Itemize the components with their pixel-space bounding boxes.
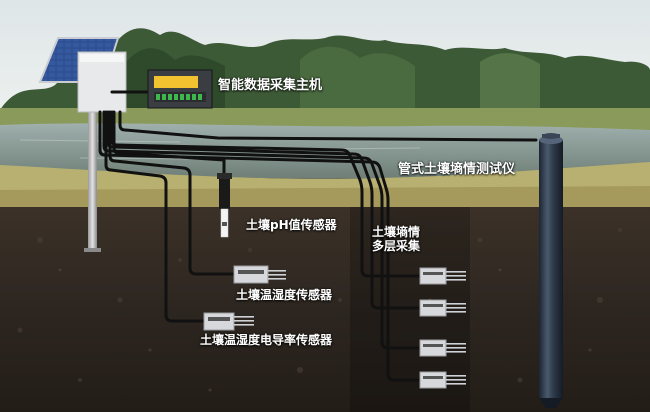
temp-moisture-sensor-label: 土壤温湿度传感器: [236, 288, 333, 302]
ph-sensor-body: [219, 173, 230, 209]
host-logger: [147, 69, 213, 109]
ph-sensor-label: 土壤pH值传感器: [246, 218, 337, 232]
tube-meter-label: 管式土壤墒情测试仪: [398, 162, 516, 177]
tube-soil-meter: [539, 133, 563, 408]
host-label: 智能数据采集主机: [218, 78, 323, 93]
multi-layer-sensors: [419, 267, 466, 389]
multi-layer-label-line1: 土壤墒情: [372, 225, 421, 239]
temp-moisture-ec-sensor: [203, 312, 254, 331]
temp-moisture-sensor: [233, 265, 286, 284]
multi-layer-label: 土壤墒情 多层采集: [372, 225, 421, 254]
sensor-cables: [98, 90, 538, 382]
multi-layer-label-line2: 多层采集: [372, 238, 421, 253]
mounting-pole: [88, 100, 97, 250]
temp-moisture-ec-sensor-label: 土壤温湿度电导率传感器: [200, 333, 333, 347]
host-screen: [154, 76, 198, 88]
